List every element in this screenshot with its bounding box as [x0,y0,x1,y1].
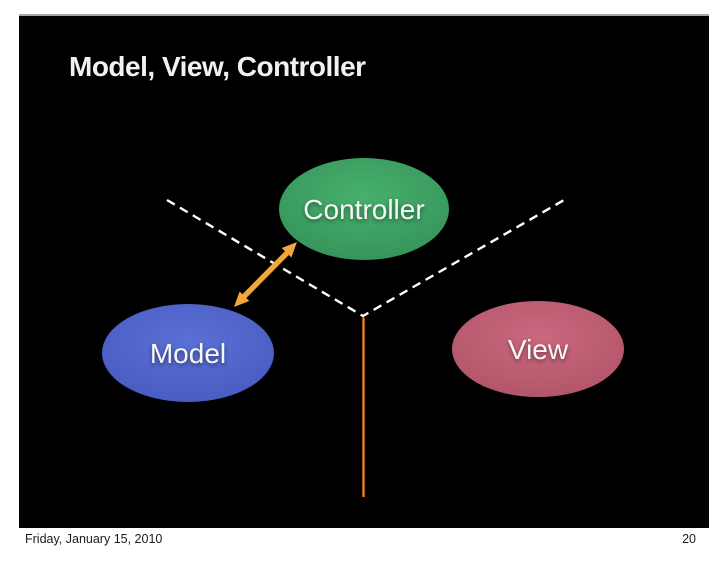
controller-label: Controller [303,194,424,225]
page-number: 20 [682,532,696,546]
dashed-connector-v [166,198,565,318]
controller-ellipse [279,158,449,260]
model-ellipse [102,304,274,402]
arrow-head-down-icon [234,291,250,307]
model-controller-arrow [234,242,297,307]
view-label: View [508,334,569,365]
mvc-diagram: Controller Model View [102,158,624,497]
model-label: Model [150,338,226,369]
slide-title: Model, View, Controller [69,51,366,82]
arrow-head-up-icon [281,242,297,258]
view-ellipse [452,301,624,397]
footer-bar: Friday, January 15, 2010 20 [0,528,728,563]
footer-date: Friday, January 15, 2010 [25,532,163,546]
arrow-shaft [242,251,289,299]
slide-canvas: Controller Model View Model, View, Contr… [19,14,709,528]
